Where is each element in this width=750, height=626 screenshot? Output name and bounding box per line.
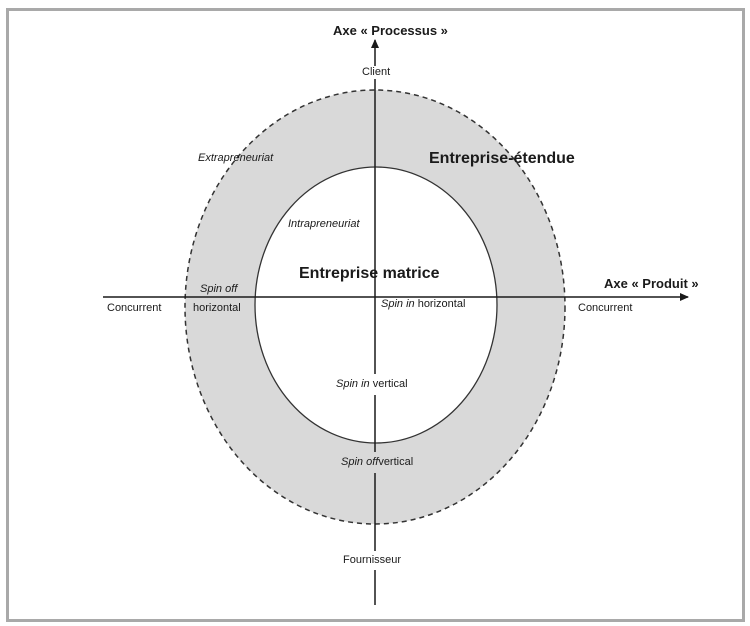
- intrapreneuriat-label: Intrapreneuriat: [288, 218, 360, 230]
- spin-in-horizontal-plain: horizontal: [414, 298, 466, 310]
- fournisseur-label: Fournisseur: [340, 551, 405, 570]
- spin-in-horizontal-italic: Spin in: [381, 298, 415, 310]
- vertical-axis-title: Axe « Processus »: [333, 23, 448, 38]
- spin-in-vertical-italic: Spin in: [336, 378, 370, 390]
- extrapreneuriat-label: Extrapreneuriat: [198, 152, 274, 164]
- entreprise-etendue-label: Entreprise-étendue: [429, 150, 575, 167]
- spin-in-vertical-plain: vertical: [369, 378, 408, 390]
- horizontal-axis-title: Axe « Produit »: [604, 276, 699, 291]
- spin-in-vertical-label: Spin in vertical: [333, 374, 411, 395]
- spin-off-vertical-label: Spin offvertical: [338, 452, 417, 473]
- concurrent-left-label: Concurrent: [107, 302, 162, 314]
- spin-in-horizontal-label: Spin in horizontal: [381, 299, 465, 310]
- spin-off-horizontal-plain: horizontal: [193, 302, 241, 314]
- concurrent-right-label: Concurrent: [578, 302, 633, 314]
- spin-off-vertical-italic: Spin off: [341, 456, 379, 468]
- spin-off-vertical-plain: vertical: [378, 456, 414, 468]
- client-label: Client: [359, 66, 394, 79]
- entreprise-matrice-label: Entreprise matrice: [299, 265, 440, 282]
- inner-ellipse-entreprise-matrice: [254, 166, 498, 444]
- spin-off-horizontal-italic: Spin off: [200, 283, 238, 295]
